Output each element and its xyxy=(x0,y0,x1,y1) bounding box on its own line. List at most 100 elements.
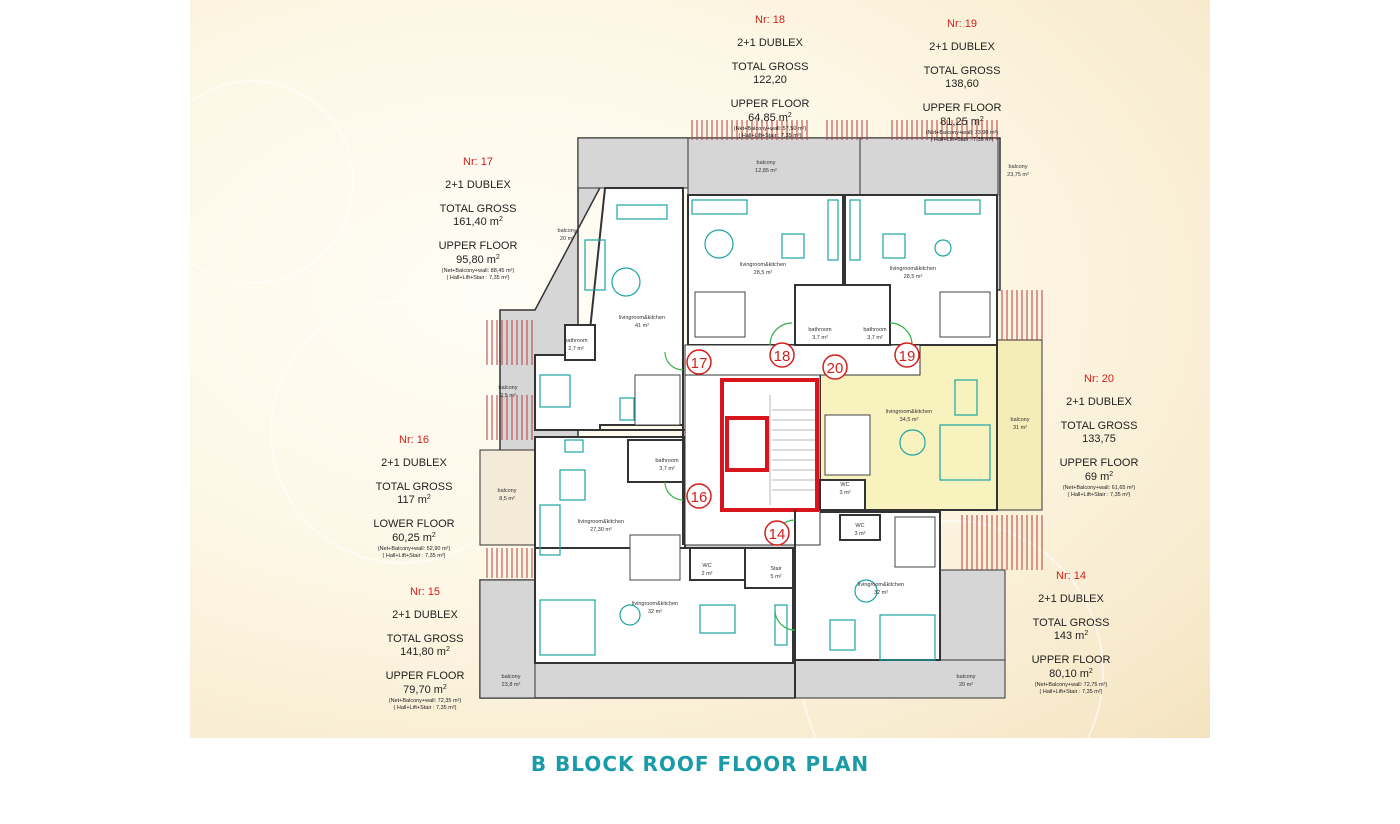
svg-text:2 m²: 2 m² xyxy=(702,571,713,577)
svg-text:3 m²: 3 m² xyxy=(855,531,866,537)
railing xyxy=(483,395,535,440)
unit-info-16: Nr: 16 2+1 DUBLEX TOTAL GROSS 117 m2 LOW… xyxy=(339,434,489,560)
balcony-west xyxy=(479,449,536,546)
svg-text:20 m²: 20 m² xyxy=(959,682,973,688)
floor-area: 60,25 m2 xyxy=(392,531,436,544)
svg-text:16: 16 xyxy=(691,489,708,506)
unit-number: Nr: 15 xyxy=(410,586,440,598)
svg-text:WC: WC xyxy=(702,563,711,569)
area-note: (Net+Balcony+wall: 52,90 m²) xyxy=(377,545,451,552)
railing xyxy=(890,120,1000,140)
area-note: ( Hall+Lift+Stair : 7,35 m²) xyxy=(738,132,802,139)
stair-core xyxy=(720,378,819,512)
floor-plan-drawing: 17 18 20 19 16 14 balcony 12,85 m² balcon… xyxy=(479,120,1045,699)
total-gross-label: TOTAL GROSS xyxy=(731,60,809,73)
floor-area: 69 m2 xyxy=(1084,470,1114,483)
lift-shaft xyxy=(725,416,769,472)
marker-16: 16 xyxy=(686,483,712,509)
total-gross-label: TOTAL GROSS xyxy=(386,632,464,645)
svg-text:bathroom: bathroom xyxy=(808,327,832,333)
floor-area: 80,10 m2 xyxy=(1049,667,1093,680)
svg-text:34,5 m²: 34,5 m² xyxy=(900,417,919,423)
svg-text:17: 17 xyxy=(691,355,708,372)
unit-number: Nr: 18 xyxy=(755,14,785,26)
svg-text:23,8 m²: 23,8 m² xyxy=(502,682,521,688)
marker-18: 18 xyxy=(769,342,795,368)
unit-type: 2+1 DUBLEX xyxy=(381,456,447,469)
floor-area: 64,85 m2 xyxy=(748,111,792,124)
decorative-swirl xyxy=(150,80,354,284)
svg-text:balcony: balcony xyxy=(499,385,518,391)
unit-number: Nr: 14 xyxy=(1056,570,1086,582)
unit-type: 2+1 DUBLEX xyxy=(1066,395,1132,408)
hall-corridor xyxy=(684,344,921,376)
svg-text:livingroom&kitchen: livingroom&kitchen xyxy=(890,266,936,272)
railings xyxy=(483,120,1045,578)
unit-info-17: Nr: 17 2+1 DUBLEX TOTAL GROSS 161,40 m2 … xyxy=(403,156,553,282)
unit-number: Nr: 19 xyxy=(947,18,977,30)
svg-text:livingroom&kitchen: livingroom&kitchen xyxy=(632,601,678,607)
svg-text:3,7 m²: 3,7 m² xyxy=(867,335,883,341)
balcony-nw xyxy=(577,137,689,189)
svg-text:livingroom&kitchen: livingroom&kitchen xyxy=(886,409,932,415)
area-note: ( Hall+Lift+Stair : 7,35 m²) xyxy=(382,552,446,559)
unit-type: 2+1 DUBLEX xyxy=(392,608,458,621)
interior-rooms xyxy=(534,187,998,664)
railing xyxy=(688,120,808,140)
svg-text:8,5 m²: 8,5 m² xyxy=(499,496,515,502)
svg-text:19: 19 xyxy=(899,348,916,365)
area-note: (Net+Balcony+wall: 72,35 m²) xyxy=(388,697,462,704)
unit-type: 2+1 DUBLEX xyxy=(929,40,995,53)
floor-label: UPPER FLOOR xyxy=(730,98,810,110)
unit-markers: 17 18 20 19 16 14 xyxy=(686,342,920,546)
unit-info-14: Nr: 14 2+1 DUBLEX TOTAL GROSS 143 m2 UPP… xyxy=(996,570,1146,696)
area-note: (Net+Balcony+wall: 73,90 m²) xyxy=(925,129,999,136)
area-note: (Net+Balcony+wall: 61,65 m²) xyxy=(1062,484,1136,491)
svg-text:32 m²: 32 m² xyxy=(874,590,888,596)
total-gross-label: TOTAL GROSS xyxy=(375,480,453,493)
svg-text:12,85 m²: 12,85 m² xyxy=(755,168,777,174)
svg-text:livingroom&kitchen: livingroom&kitchen xyxy=(578,519,624,525)
railing xyxy=(1000,290,1045,340)
svg-text:bathroom: bathroom xyxy=(655,458,679,464)
railing xyxy=(1000,515,1045,570)
svg-text:livingroom&kitchen: livingroom&kitchen xyxy=(619,315,665,321)
svg-text:bathroom: bathroom xyxy=(863,327,887,333)
unit-info-20: Nr: 20 2+1 DUBLEX TOTAL GROSS 133,75 UPP… xyxy=(1024,373,1174,499)
unit-info-19: Nr: 19 2+1 DUBLEX TOTAL GROSS 138,60 UPP… xyxy=(887,18,1037,144)
svg-text:20: 20 xyxy=(827,360,844,377)
svg-text:27,30 m²: 27,30 m² xyxy=(590,527,612,533)
total-gross-value: 122,20 xyxy=(753,74,787,87)
floor-label: UPPER FLOOR xyxy=(1059,457,1139,469)
floor-label: LOWER FLOOR xyxy=(373,518,455,530)
total-gross-value: 138,60 xyxy=(945,78,979,91)
marker-19: 19 xyxy=(894,342,920,368)
svg-text:2,7 m²: 2,7 m² xyxy=(568,346,584,352)
furniture xyxy=(539,199,991,661)
floor-area: 81,25 m2 xyxy=(940,115,984,128)
balcony-east xyxy=(996,339,1043,511)
svg-text:balcony: balcony xyxy=(757,160,776,166)
floor-label: UPPER FLOOR xyxy=(438,240,518,252)
svg-text:23,75 m²: 23,75 m² xyxy=(1007,172,1029,178)
svg-text:WC: WC xyxy=(855,523,864,529)
unit-type: 2+1 DUBLEX xyxy=(1038,592,1104,605)
total-gross-value: 133,75 xyxy=(1082,433,1116,446)
wall-details xyxy=(564,188,891,698)
marker-17: 17 xyxy=(686,349,712,375)
svg-text:Stair: Stair xyxy=(770,566,781,572)
railing xyxy=(825,120,870,140)
svg-text:2,5 m²: 2,5 m² xyxy=(500,393,516,399)
railing xyxy=(960,515,1000,570)
area-note: ( Hall+Lift+Stair : 7,35 m²) xyxy=(446,274,510,281)
svg-text:WC: WC xyxy=(840,482,849,488)
marker-14: 14 xyxy=(764,520,790,546)
unit-stairs xyxy=(629,291,991,581)
area-note: (Net+Balcony+wall: 57,50 m²) xyxy=(733,125,807,132)
total-gross-value: 141,80 m2 xyxy=(400,646,450,659)
svg-text:3,7 m²: 3,7 m² xyxy=(812,335,828,341)
area-note: ( Hall+Lift+Stair : 7,35 m²) xyxy=(930,136,994,143)
railing xyxy=(483,548,535,578)
unit-info-18: Nr: 18 2+1 DUBLEX TOTAL GROSS 122,20 UPP… xyxy=(695,14,845,140)
